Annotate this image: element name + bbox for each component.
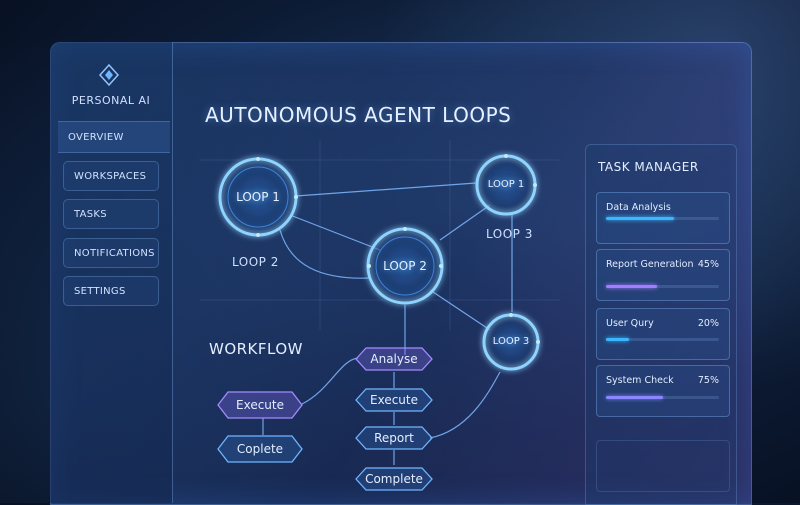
page-title: AUTONOMOUS AGENT LOOPS xyxy=(205,103,512,127)
task-progress-fill xyxy=(606,217,674,220)
loop-caption: LOOP 3 xyxy=(486,227,533,241)
loop-node-label[interactable]: LOOP 1 xyxy=(487,179,525,190)
sidebar-item-overview[interactable]: OVERVIEW xyxy=(58,121,170,153)
workflow-shapes xyxy=(217,347,433,491)
task-manager-title: TASK MANAGER xyxy=(598,160,699,174)
workflow-node-execute[interactable]: Execute xyxy=(370,393,418,407)
task-percent: 75% xyxy=(697,375,719,386)
loop-connections xyxy=(262,182,513,465)
task-progress-fill xyxy=(606,285,657,288)
sidebar-item-settings[interactable]: SETTINGS xyxy=(63,276,159,306)
workflow-node-report[interactable]: Report xyxy=(374,431,414,445)
sidebar xyxy=(50,42,173,503)
task-card[interactable]: System Check 75% xyxy=(596,365,730,417)
workflow-title: WORKFLOW xyxy=(209,340,303,358)
task-card[interactable]: User Qury 20% xyxy=(596,308,730,360)
task-card[interactable]: Report Generation 45% xyxy=(596,249,730,301)
sidebar-item-tasks[interactable]: TASKS xyxy=(63,199,159,229)
loop-node-label[interactable]: LOOP 2 xyxy=(383,259,427,273)
task-name: System Check xyxy=(606,375,674,386)
task-name: Report Generation xyxy=(606,259,694,270)
task-percent: 20% xyxy=(697,318,719,329)
task-progress-track xyxy=(606,396,719,399)
task-manager-panel xyxy=(585,144,737,505)
task-name: Data Analysis xyxy=(606,202,671,213)
loop-node-label[interactable]: LOOP 1 xyxy=(236,190,280,204)
task-progress-fill xyxy=(606,338,629,341)
workflow-node-analyse[interactable]: Analyse xyxy=(370,352,418,366)
workflow-node-coplete[interactable]: Coplete xyxy=(236,442,284,456)
workflow-node-execute[interactable]: Execute xyxy=(236,398,284,412)
workflow-node-complete[interactable]: Complete xyxy=(365,472,423,486)
task-progress-fill xyxy=(606,396,663,399)
loop-caption: LOOP 2 xyxy=(232,255,279,269)
task-progress-track xyxy=(606,217,719,220)
sparkles xyxy=(256,154,540,344)
task-progress-track xyxy=(606,285,719,288)
brand-name: PERSONAL AI xyxy=(71,94,151,107)
sidebar-item-notifications[interactable]: NOTIFICATIONS xyxy=(63,238,159,268)
diamond-logo-icon xyxy=(98,64,120,86)
task-card-empty xyxy=(596,440,730,492)
loop-node-label[interactable]: LOOP 3 xyxy=(492,336,530,347)
task-card[interactable]: Data Analysis xyxy=(596,192,730,244)
task-progress-track xyxy=(606,338,719,341)
task-name: User Qury xyxy=(606,318,654,329)
task-percent: 45% xyxy=(697,259,719,270)
sidebar-item-workspaces[interactable]: WORKSPACES xyxy=(63,161,159,191)
